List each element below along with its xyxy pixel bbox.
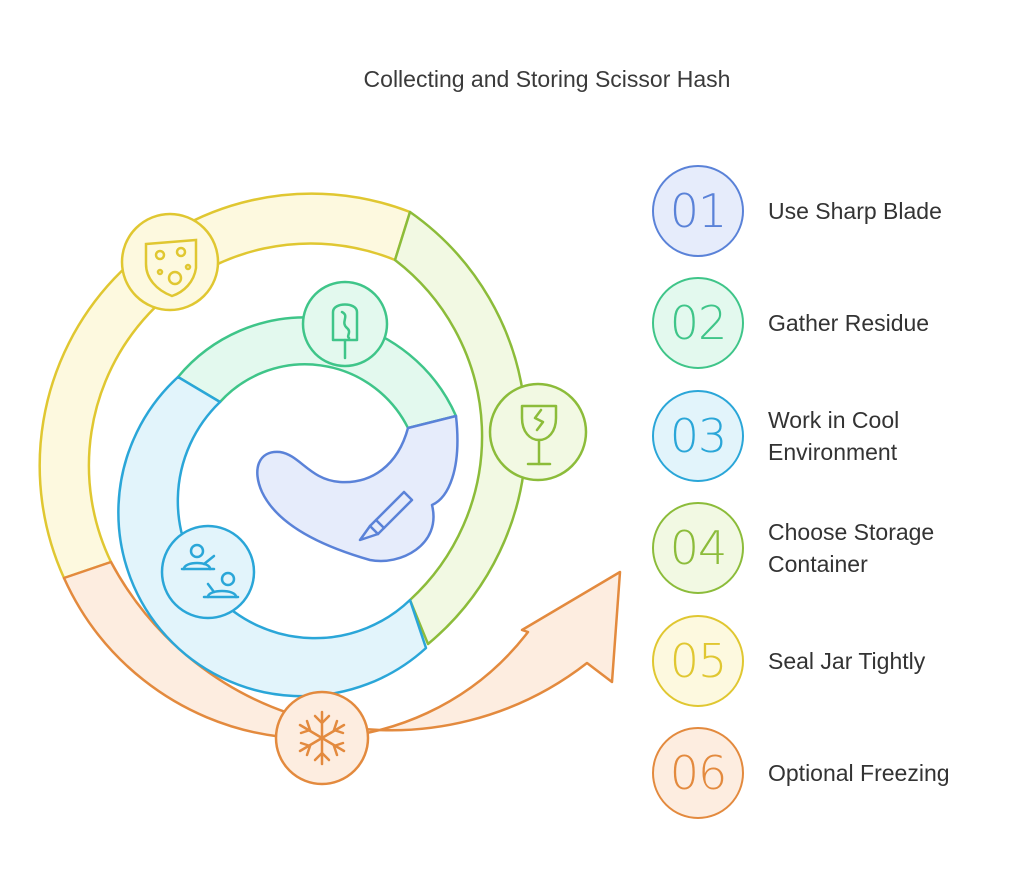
workers-icon	[180, 543, 240, 599]
node-storage-container	[488, 382, 588, 482]
step-number-badge: 04	[652, 502, 744, 595]
scalpel-icon	[358, 490, 414, 542]
step-05: 05 Seal Jar Tightly	[652, 613, 998, 709]
diagram-title: Collecting and Storing Scissor Hash	[363, 66, 731, 92]
step-03: 03 Work in Cool Environment	[652, 388, 998, 484]
step-06: 06 Optional Freezing	[652, 725, 998, 821]
step-label: Use Sharp Blade	[768, 198, 942, 224]
step-02: 02 Gather Residue	[652, 275, 998, 371]
cheese-icon	[144, 238, 198, 298]
inner-segment-sharp-blade	[256, 414, 459, 563]
broken-glass-icon	[520, 404, 558, 466]
step-label: Work in Cool Environment	[768, 406, 900, 465]
step-label: Gather Residue	[768, 310, 930, 337]
ring-segment-freezing-arrow	[62, 560, 622, 740]
step-number-badge: 05	[652, 614, 744, 707]
ring-segment-storage-container	[393, 210, 528, 646]
step-01: 01 Use Sharp Blade	[652, 163, 998, 259]
step-number-badge: 03	[652, 389, 744, 482]
step-number-badge: 06	[652, 727, 744, 819]
snowflake-icon	[298, 710, 346, 766]
step-number-badge: 01	[652, 165, 744, 257]
step-label: Seal Jar Tightly	[768, 647, 926, 674]
step-label: Choose Storage Container	[768, 519, 935, 578]
ice-pop-icon	[331, 303, 359, 360]
node-cool-environment	[160, 524, 256, 620]
node-seal-jar	[120, 212, 220, 312]
step-04: 04 Choose Storage Container	[652, 500, 998, 596]
step-label: Optional Freezing	[768, 760, 950, 786]
inner-segment-gather-residue	[176, 316, 458, 430]
step-number-badge: 02	[652, 277, 744, 370]
